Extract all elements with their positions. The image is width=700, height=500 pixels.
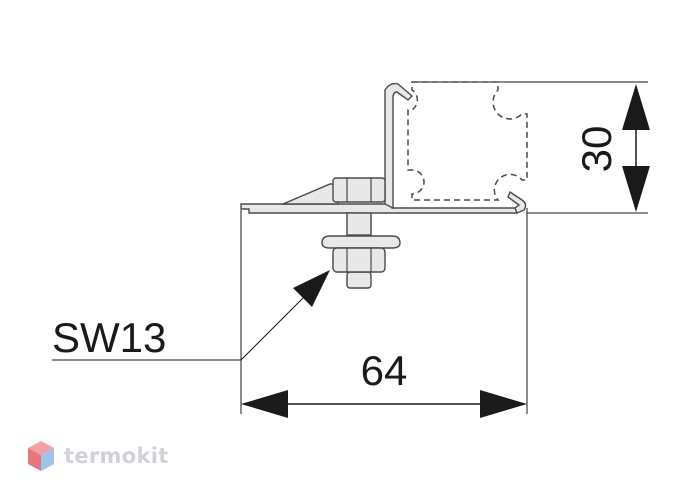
wrench-size-label: SW13 xyxy=(52,314,166,361)
brand-name: termokit xyxy=(64,444,169,468)
width-label: 64 xyxy=(361,347,408,394)
leader-arrow xyxy=(293,270,330,307)
width-arrow-left xyxy=(241,390,288,418)
bolt-shank-lower xyxy=(346,271,372,289)
height-arrow-bottom xyxy=(622,166,650,212)
bracket-hook xyxy=(507,190,527,214)
bracket-vertical-wall xyxy=(384,82,414,210)
bracket-wedge xyxy=(282,183,339,205)
width-dimension: 64 xyxy=(241,347,527,418)
height-label: 30 xyxy=(573,126,620,173)
bolt xyxy=(346,212,372,289)
bolt-shank-upper xyxy=(346,212,372,236)
width-arrow-right xyxy=(480,390,527,418)
upper-nut-body xyxy=(332,177,386,203)
bracket-base-plate xyxy=(240,203,518,214)
brand-watermark: termokit xyxy=(26,436,169,476)
height-arrow-top xyxy=(622,84,650,130)
flange-nut-body xyxy=(332,247,386,273)
brand-logo-icon xyxy=(28,441,54,471)
flange-nut-washer xyxy=(321,235,401,249)
leader-diagonal xyxy=(240,294,307,361)
height-dimension: 30 xyxy=(573,84,650,212)
strut-channel-outline xyxy=(407,81,528,201)
extension-lines xyxy=(240,81,648,414)
wrench-size-leader: SW13 xyxy=(52,270,330,361)
upper-hex-nut xyxy=(332,177,386,203)
flange-nut xyxy=(321,235,401,273)
